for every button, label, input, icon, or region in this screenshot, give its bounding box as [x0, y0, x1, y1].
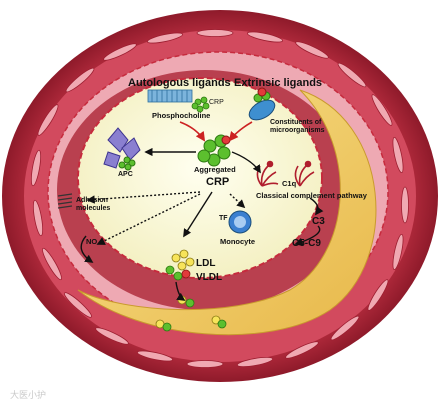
label-adhesion-2: molecules [76, 205, 110, 212]
label-ldl: LDL [196, 258, 215, 269]
label-classical-complement: Classical complement pathway [256, 191, 368, 200]
watermark: 大医小护 [10, 389, 46, 401]
label-aggregated: Aggregated [194, 165, 236, 174]
smooth-muscle-cells [30, 29, 409, 368]
lipid-plaque [77, 89, 377, 336]
c1q-icon [256, 160, 315, 187]
vessel-lumen [77, 77, 323, 279]
label-extrinsic-ligands: Extrinsic ligands [234, 77, 322, 89]
adhesion-molecules-icon [57, 193, 73, 209]
label-c5-c9: C5-C9 [292, 238, 321, 249]
label-crp-big: CRP [206, 176, 229, 188]
label-adhesion-1: Adhesion [76, 197, 108, 204]
label-phosphocholine: Phosphocholine [152, 111, 210, 120]
label-crp-small: CRP [209, 99, 224, 106]
label-vldl: VLDL [196, 272, 222, 283]
ldl-particles [165, 249, 195, 281]
red-arrows [179, 121, 253, 142]
label-c3: C3 [312, 216, 325, 227]
crp-pentamer-small [191, 96, 210, 113]
pathway-arrows [80, 147, 324, 301]
label-tf: TF [219, 215, 228, 222]
label-c1q: C1q [282, 179, 297, 188]
label-no: NO [86, 237, 97, 246]
phosphocholine-membrane [147, 89, 193, 103]
label-constituents-2: microorganisms [270, 127, 325, 134]
label-apc: APC [118, 171, 133, 178]
label-constituents-1: Constituents of [270, 119, 322, 126]
microorganism-icon [248, 87, 276, 121]
label-monocyte: Monocyte [220, 237, 255, 246]
label-autologous-ligands: Autologous ligands [128, 77, 231, 89]
apc-cell-icon [103, 127, 141, 171]
monocyte-icon [228, 210, 252, 234]
